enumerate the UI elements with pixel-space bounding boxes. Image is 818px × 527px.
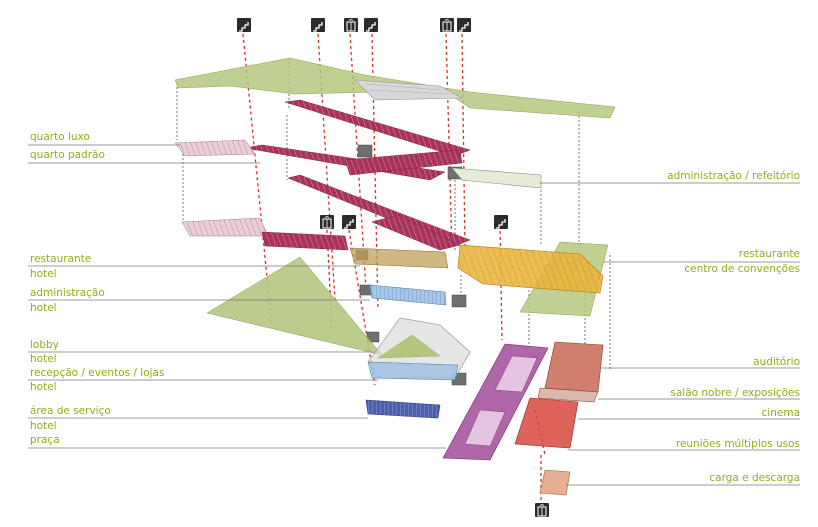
stair-icon xyxy=(311,18,325,32)
admin-refectory-plate xyxy=(451,167,542,189)
salao-nobre-block xyxy=(537,387,599,403)
label-quarto-luxo: quarto luxo xyxy=(30,131,90,143)
label-area-servico: área de serviço xyxy=(30,405,111,417)
label-centro-convencoes: centro de convenções xyxy=(684,263,800,275)
cinema-block xyxy=(514,397,579,449)
label-carga-descarga: carga e descarga xyxy=(709,472,800,484)
auditorium-block xyxy=(544,341,604,393)
reception-block xyxy=(367,361,459,381)
label-praca: praça xyxy=(30,434,60,446)
lobby-green-floor xyxy=(377,334,441,359)
convention-center-block xyxy=(457,244,604,294)
service-area-block xyxy=(365,399,441,419)
restaurant-hotel-block xyxy=(349,247,449,269)
label-administracao-hotel: administração xyxy=(30,287,105,299)
label-reunioes: reuniões múltiplos usos xyxy=(675,438,800,450)
label-cinema: cinema xyxy=(761,407,800,419)
label-restaurante-hotel: restaurante xyxy=(30,253,92,265)
lower-rooms-light xyxy=(181,217,269,237)
cargo-block xyxy=(539,469,571,496)
label-restaurante-hotel-sub: hotel xyxy=(30,268,57,280)
plaza-void-2 xyxy=(464,409,506,447)
label-administracao-hotel-sub: hotel xyxy=(30,302,57,314)
label-restaurante: restaurante xyxy=(738,248,800,260)
elevator-icon xyxy=(344,18,358,32)
label-administracao-refeitorio: administração / refeitório xyxy=(667,170,800,182)
label-auditorio: auditório xyxy=(753,356,800,368)
lower-rooms-bar-2 xyxy=(261,231,349,251)
upper-rooms-bar-1 xyxy=(284,99,471,157)
elevator-icon xyxy=(535,503,549,517)
stair-icon xyxy=(494,215,508,229)
leader-lines xyxy=(28,144,800,486)
elevator-icon xyxy=(440,18,454,32)
plaza-void-1 xyxy=(494,355,538,393)
label-salao-nobre: salão nobre / exposições xyxy=(670,387,800,399)
elevator-icon xyxy=(320,215,334,229)
stair-icon xyxy=(457,18,471,32)
stair-icon xyxy=(364,18,378,32)
upper-rooms-light xyxy=(174,139,256,157)
label-area-servico-sub: hotel xyxy=(30,420,57,432)
hotel-admin-block xyxy=(369,284,447,306)
label-quarto-padrao: quarto padrão xyxy=(30,149,105,161)
middle-rooms-bar xyxy=(344,149,463,176)
roof-skylight xyxy=(354,79,464,101)
roof-skylight-ribs xyxy=(364,83,451,95)
label-lobby-hotel-sub: hotel xyxy=(30,353,57,365)
stair-icon xyxy=(237,18,251,32)
label-recepcao: recepção / eventos / lojas xyxy=(30,367,165,379)
stair-icon xyxy=(342,215,356,229)
ground-plate xyxy=(206,256,383,356)
label-lobby-hotel: lobby xyxy=(30,339,59,351)
label-recepcao-sub: hotel xyxy=(30,381,57,393)
